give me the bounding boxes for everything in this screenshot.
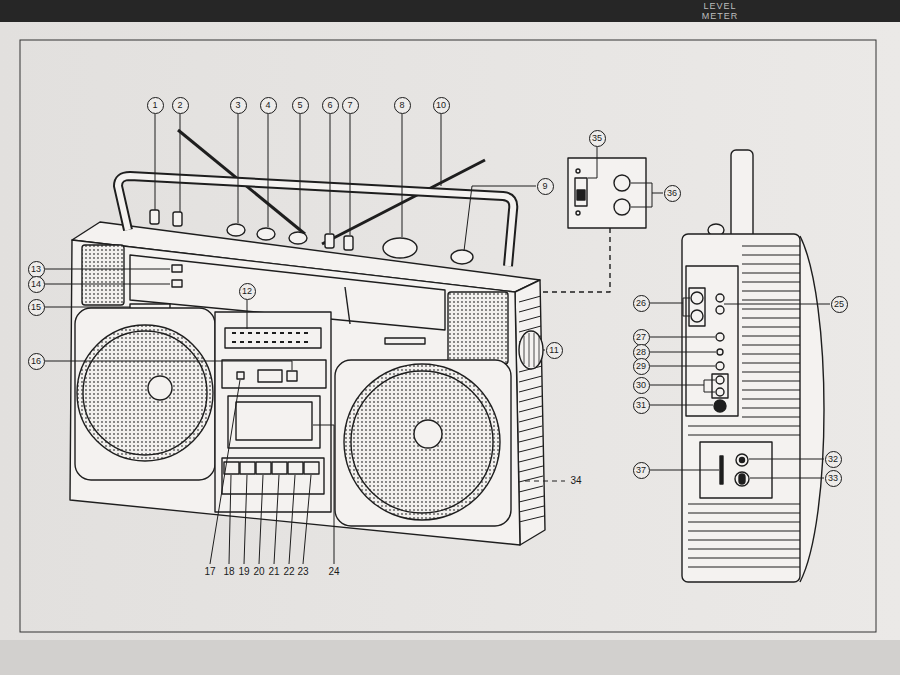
callout-number: 23 (297, 566, 308, 578)
callout-number: 33 (825, 470, 842, 487)
callout-number: 24 (328, 566, 339, 578)
callout-number: 2 (172, 97, 189, 114)
background-text: LEVEL (703, 1, 736, 11)
callout-number: 13 (28, 261, 45, 278)
callout-number: 3 (230, 97, 247, 114)
callout-number: 4 (260, 97, 277, 114)
callout-number: 36 (664, 185, 681, 202)
callout-number: 6 (322, 97, 339, 114)
callout-number: 27 (633, 329, 650, 346)
callout-number: 5 (292, 97, 309, 114)
callout-number: 34 (570, 475, 581, 487)
callout-number: 12 (239, 283, 256, 300)
callout-number: 20 (253, 566, 264, 578)
callout-number: 37 (633, 462, 650, 479)
callout-number: 8 (394, 97, 411, 114)
callout-number: 25 (831, 296, 848, 313)
callout-number: 18 (223, 566, 234, 578)
callout-number: 35 (589, 130, 606, 147)
callout-number: 1 (147, 97, 164, 114)
callout-number: 10 (433, 97, 450, 114)
callout-number: 22 (283, 566, 294, 578)
callout-number: 30 (633, 377, 650, 394)
callout-number: 9 (537, 178, 554, 195)
callout-number: 26 (633, 295, 650, 312)
callout-number: 16 (28, 353, 45, 370)
callout-number: 14 (28, 276, 45, 293)
callout-number: 15 (28, 299, 45, 316)
callout-number: 31 (633, 397, 650, 414)
callout-number: 29 (633, 358, 650, 375)
callout-number: 17 (204, 566, 215, 578)
callout-number: 11 (546, 342, 563, 359)
callout-number: 7 (342, 97, 359, 114)
callout-number: 19 (238, 566, 249, 578)
callout-number: 32 (825, 451, 842, 468)
callout-number: 21 (268, 566, 279, 578)
background-text: METER (702, 11, 739, 21)
